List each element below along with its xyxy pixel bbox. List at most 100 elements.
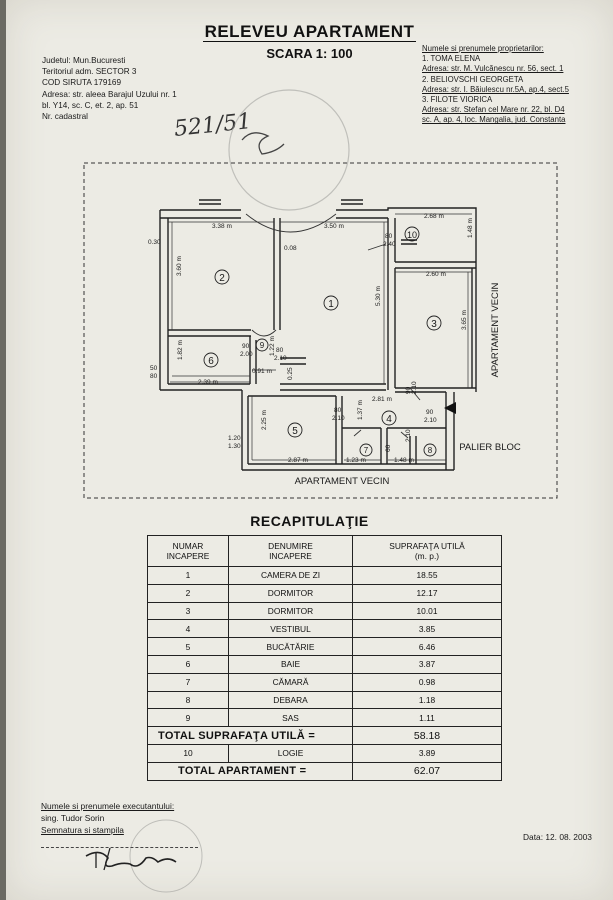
dim-label: 2.00 xyxy=(240,351,253,358)
location-info: Judetul: Mun.Bucuresti Teritoriul adm. S… xyxy=(42,55,177,122)
dim-label: 5.30 m xyxy=(375,286,382,306)
cell-name: BUCĂTĂRIE xyxy=(228,637,353,656)
owners-header: Numele si prenumele proprietarilor: xyxy=(422,44,544,53)
cell-num: 6 xyxy=(147,654,229,674)
owner-line: sc. A, ap. 4, loc. Mangalia, jud. Consta… xyxy=(422,115,566,125)
dim-label: 0.91 m xyxy=(252,368,272,375)
dim-label: 3.50 m xyxy=(324,223,344,230)
cell-area: 10.01 xyxy=(352,601,502,621)
cell-area: 6.46 xyxy=(352,637,502,656)
dim-label: 2.25 m xyxy=(261,410,268,430)
location-line: bl. Y14, sc. C, et. 2, ap. 51 xyxy=(42,100,139,110)
dim-label: 1.23 m xyxy=(346,457,366,464)
dim-label: 2.10 xyxy=(424,417,437,424)
location-line: Judetul: Mun.Bucuresti xyxy=(42,56,126,65)
cell-area: 3.87 xyxy=(352,654,502,674)
dim-label: 50 xyxy=(150,365,158,372)
dim-label: 1.82 m xyxy=(177,340,184,360)
executant-name: sing. Tudor Sorin xyxy=(41,813,105,823)
cell-area: 1.11 xyxy=(352,708,502,728)
dim-label: 2.10 xyxy=(411,381,418,394)
neighbor-apartment-right: APARTAMENT VECIN xyxy=(490,282,501,377)
plan-boundary xyxy=(83,162,558,499)
location-line: Teritoriul adm. SECTOR 3 xyxy=(42,67,137,77)
owner-line: 2. BELIOVSCHI GEORGETA xyxy=(422,74,524,84)
document-date: Data: 12. 08. 2003 xyxy=(523,832,592,842)
dim-label: 2.10 xyxy=(332,415,345,422)
dim-label: 90 xyxy=(242,343,250,350)
owners-info: Numele si prenumele proprietarilor: 1. T… xyxy=(422,44,569,126)
door-swings xyxy=(245,213,421,439)
signature-stamp xyxy=(85,819,203,893)
header-area: SUPRAFAŢA UTILĂ (m. p.) xyxy=(352,535,502,567)
executant-stamp-circle xyxy=(129,819,203,893)
dim-label: 90 xyxy=(426,409,434,416)
cell-num: 3 xyxy=(147,601,229,621)
cell-area: 18.55 xyxy=(352,566,502,585)
landing-label: PALIER BLOC xyxy=(459,442,521,453)
owner-line: 1. TOMA ELENA xyxy=(422,54,481,64)
executant-info: Numele si prenumele executantului: sing.… xyxy=(41,800,174,836)
dimension-lines xyxy=(168,213,472,461)
header-number: NUMAR INCAPERE xyxy=(147,535,229,567)
location-line: Adresa: str. aleea Barajul Uzului nr. 1 xyxy=(42,89,177,99)
header-name: DENUMIRE INCAPERE xyxy=(228,535,353,567)
walls xyxy=(159,199,477,471)
room-number-4: 4 xyxy=(386,414,392,425)
cell-area: 3.89 xyxy=(352,743,502,763)
cell-area: 0.98 xyxy=(352,672,502,692)
dim-label: 2.81 m xyxy=(372,396,392,403)
cell-area: 1.18 xyxy=(352,690,502,710)
dim-label: 1.20 xyxy=(228,435,241,442)
dimension-labels: 3.38 m 3.50 m 2.68 m 2.60 m 3.60 m 5.30 … xyxy=(148,213,474,464)
dim-label: 0.25 xyxy=(287,367,294,380)
room-number-9: 9 xyxy=(260,341,265,350)
cell-name: CĂMARĂ xyxy=(228,672,353,692)
stamp-circle xyxy=(228,89,350,211)
room-number-6: 6 xyxy=(208,356,214,367)
dim-label: 3.65 m xyxy=(461,310,468,330)
dim-label: 1.48 m xyxy=(467,218,474,238)
room-number-5: 5 xyxy=(292,426,298,437)
dim-label: 60 xyxy=(385,444,392,452)
cell-num: 8 xyxy=(147,690,229,710)
dim-label: 1.48 m xyxy=(394,457,414,464)
dim-label: 90 xyxy=(405,386,412,394)
total-apartment-row: TOTAL APARTAMENT = 62.07 xyxy=(147,761,502,781)
dim-label: 0.30 xyxy=(148,239,161,246)
document-title: RELEVEU APARTAMENT xyxy=(202,22,417,42)
room-number-10: 10 xyxy=(407,230,417,240)
dim-label: 2.60 m xyxy=(426,271,446,278)
cell-name: DEBARA xyxy=(228,690,353,710)
dim-label: 3.38 m xyxy=(212,223,232,230)
dim-label: 2.10 xyxy=(274,355,287,362)
dim-label: 80 xyxy=(385,233,393,240)
room-number-2: 2 xyxy=(219,273,225,284)
recap-title: RECAPITULAŢIE xyxy=(250,513,369,529)
room-number-1: 1 xyxy=(328,299,334,310)
dim-label: 80 xyxy=(150,373,158,380)
recap-table: NUMAR INCAPERE DENUMIRE INCAPERE SUPRAFA… xyxy=(147,535,502,781)
cell-num: 1 xyxy=(147,566,229,585)
cell-area: 12.17 xyxy=(352,583,502,603)
handwritten-initials xyxy=(241,132,285,155)
dim-label: 1.37 m xyxy=(357,400,364,420)
room-number-3: 3 xyxy=(431,319,437,330)
cell-num: 10 xyxy=(147,743,229,763)
owner-line: Adresa: str. M. Vulcănescu nr. 56, sect.… xyxy=(422,64,564,74)
total-useful-value: 58.18 xyxy=(352,726,502,745)
cell-num: 9 xyxy=(147,708,229,728)
dim-label: 3.60 m xyxy=(176,256,183,276)
cell-name: BAIE xyxy=(228,654,353,674)
cell-name: VESTIBUL xyxy=(228,619,353,639)
room-markers: 2 1 3 4 5 6 7 8 9 10 xyxy=(203,226,442,457)
room-number-8: 8 xyxy=(428,446,433,455)
